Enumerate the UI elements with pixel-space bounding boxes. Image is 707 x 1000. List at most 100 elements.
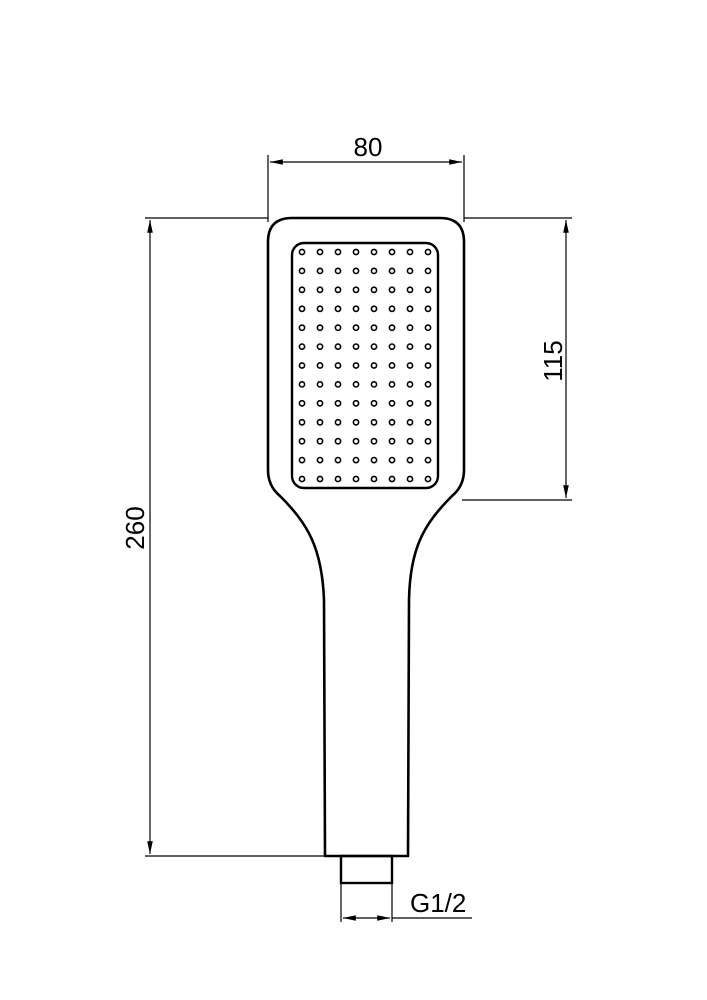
nozzle-icon: [352, 267, 360, 275]
nozzle-icon: [352, 456, 360, 464]
nozzle-icon: [334, 267, 342, 275]
nozzle-icon: [424, 286, 432, 294]
nozzle-icon: [334, 343, 342, 350]
nozzle-icon: [370, 248, 378, 256]
width-label: 80: [354, 132, 383, 162]
nozzle-icon: [406, 343, 414, 350]
nozzle-icon: [388, 286, 396, 294]
nozzle-icon: [388, 324, 396, 332]
nozzle-icon: [406, 456, 414, 464]
nozzle-icon: [352, 418, 360, 426]
total-length-dimension: 260: [120, 217, 325, 857]
nozzle-icon: [370, 437, 378, 445]
nozzle-icon: [406, 380, 414, 388]
nozzle-icon: [334, 475, 342, 483]
nozzle-icon: [406, 324, 414, 332]
nozzle-icon: [334, 418, 342, 426]
nozzle-icon: [370, 399, 378, 407]
nozzle-icon: [388, 343, 396, 350]
nozzle-icon: [298, 305, 306, 313]
nozzle-icon: [406, 305, 414, 313]
nozzle-icon: [334, 286, 342, 294]
nozzle-icon: [298, 380, 306, 388]
spray-face: [290, 241, 440, 490]
nozzle-icon: [316, 286, 324, 294]
nozzle-icon: [406, 418, 414, 426]
nozzle-icon: [316, 343, 324, 350]
nozzle-icon: [388, 418, 396, 426]
nozzle-icon: [334, 248, 342, 256]
nozzle-icon: [388, 305, 396, 313]
nozzle-icon: [352, 248, 360, 256]
head-length-dimension: 115: [462, 217, 572, 501]
nozzle-icon: [316, 456, 324, 464]
nozzle-icon: [388, 475, 396, 483]
nozzle-icon: [424, 418, 432, 426]
nozzle-icon: [316, 475, 324, 483]
nozzle-icon: [388, 380, 396, 388]
nozzle-icon: [370, 475, 378, 483]
nozzle-icon: [406, 437, 414, 445]
nozzle-icon: [388, 248, 396, 256]
nozzle-icon: [424, 324, 432, 332]
nozzle-icon: [370, 305, 378, 313]
nozzle-icon: [334, 362, 342, 369]
nozzle-icon: [298, 362, 306, 369]
nozzle-icon: [334, 437, 342, 445]
total-length-label: 260: [120, 506, 150, 549]
nozzle-icon: [352, 324, 360, 332]
nozzle-icon: [370, 324, 378, 332]
nozzle-icon: [298, 437, 306, 445]
nozzle-icon: [406, 475, 414, 483]
shower-body-outline: [266, 216, 466, 858]
nozzle-icon: [316, 418, 324, 426]
nozzle-icon: [316, 324, 324, 332]
nozzle-icon: [424, 267, 432, 275]
nozzle-icon: [352, 380, 360, 388]
nozzle-icon: [406, 286, 414, 294]
nozzle-icon: [370, 418, 378, 426]
nozzle-icon: [406, 267, 414, 275]
thread-dimension: G1/2: [340, 883, 472, 922]
thread-label: G1/2: [410, 888, 466, 918]
nozzle-icon: [424, 437, 432, 445]
nozzle-icon: [370, 362, 378, 369]
nozzle-icon: [388, 437, 396, 445]
nozzle-icon: [352, 286, 360, 294]
nozzle-icon: [352, 399, 360, 407]
nozzle-icon: [388, 362, 396, 369]
nozzle-grid: [298, 248, 432, 483]
nozzle-icon: [352, 305, 360, 313]
nozzle-icon: [316, 362, 324, 369]
nozzle-icon: [352, 437, 360, 445]
nozzle-icon: [388, 456, 396, 464]
width-dimension: 80: [267, 132, 465, 222]
nozzle-icon: [298, 418, 306, 426]
nozzle-icon: [334, 399, 342, 407]
nozzle-icon: [424, 362, 432, 369]
nozzle-icon: [406, 248, 414, 256]
nozzle-icon: [316, 248, 324, 256]
nozzle-icon: [370, 286, 378, 294]
nozzle-icon: [406, 399, 414, 407]
nozzle-icon: [352, 343, 360, 350]
nozzle-icon: [334, 456, 342, 464]
nozzle-icon: [370, 267, 378, 275]
nozzle-icon: [388, 267, 396, 275]
nozzle-icon: [424, 343, 432, 350]
hose-connector: [339, 854, 394, 885]
nozzle-icon: [424, 475, 432, 483]
nozzle-icon: [406, 362, 414, 369]
nozzle-icon: [352, 475, 360, 483]
nozzle-icon: [424, 305, 432, 313]
nozzle-icon: [352, 362, 360, 369]
nozzle-icon: [424, 456, 432, 464]
nozzle-icon: [298, 248, 306, 256]
nozzle-icon: [298, 324, 306, 332]
nozzle-icon: [424, 380, 432, 388]
nozzle-icon: [316, 399, 324, 407]
nozzle-icon: [370, 456, 378, 464]
nozzle-icon: [298, 456, 306, 464]
head-length-label: 115: [538, 340, 568, 381]
